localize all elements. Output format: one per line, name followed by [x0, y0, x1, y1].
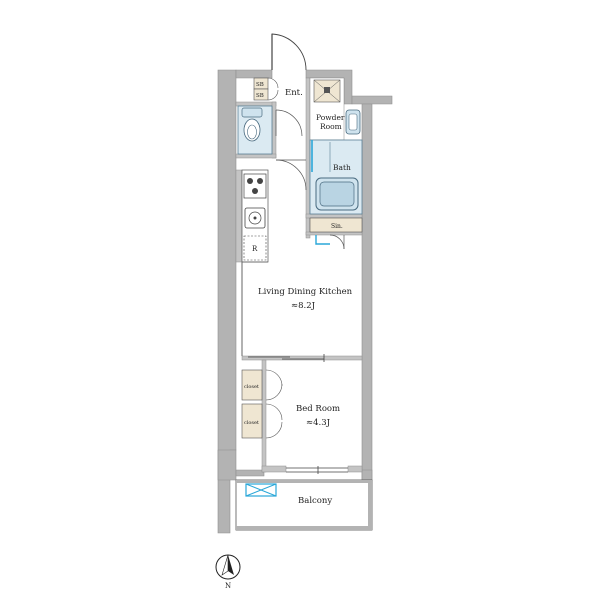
bedroom-label: Bed Room: [296, 404, 340, 414]
toilet-door[interactable]: [275, 109, 303, 137]
north-label: N: [225, 582, 231, 590]
ldk-size: ≈8.2J: [291, 301, 316, 311]
powder-room-label-1: Powder: [316, 113, 345, 122]
toilet-room: [237, 105, 273, 155]
bedroom-window: [286, 466, 348, 474]
north-compass-icon: [215, 554, 241, 580]
sin-label: Sin.: [331, 223, 343, 230]
svg-text:SB: SB: [256, 93, 264, 99]
svg-text:closet: closet: [244, 384, 259, 390]
shoe-box-top: SB: [253, 77, 269, 90]
bedroom-sliding-door[interactable]: [248, 354, 325, 362]
shoe-box-bottom: SB: [253, 88, 269, 101]
stove-icon: [243, 173, 267, 199]
entrance-door[interactable]: [271, 33, 307, 71]
svg-text:R: R: [252, 245, 258, 253]
bath-room: [309, 139, 363, 215]
outdoor-ac-unit-icon: [245, 483, 277, 497]
washbasin: [345, 109, 361, 135]
powder-room: [309, 77, 345, 141]
entrance-label: Ent.: [285, 88, 303, 98]
powder-room-label-2: Room: [320, 122, 342, 131]
sink-cabinet: [309, 217, 363, 233]
washroom-door[interactable]: [315, 234, 345, 250]
svg-text:SB: SB: [256, 82, 264, 88]
kitchen-sink-icon: [244, 207, 266, 229]
balcony-label: Balcony: [298, 496, 332, 506]
corridor-door[interactable]: [275, 159, 307, 191]
ldk-room: [241, 261, 268, 356]
closet-upper: closet: [241, 369, 263, 401]
bedroom-size: ≈4.3J: [306, 418, 331, 428]
closet-doors[interactable]: [265, 369, 283, 439]
closet-lower: closet: [241, 403, 263, 439]
interior-walls: [235, 77, 363, 473]
refrigerator-space: R: [243, 235, 267, 261]
shoe-box-doors[interactable]: [267, 77, 279, 101]
svg-text:closet: closet: [244, 420, 259, 426]
bath-label: Bath: [333, 163, 351, 172]
ldk-label: Living Dining Kitchen: [258, 287, 353, 297]
